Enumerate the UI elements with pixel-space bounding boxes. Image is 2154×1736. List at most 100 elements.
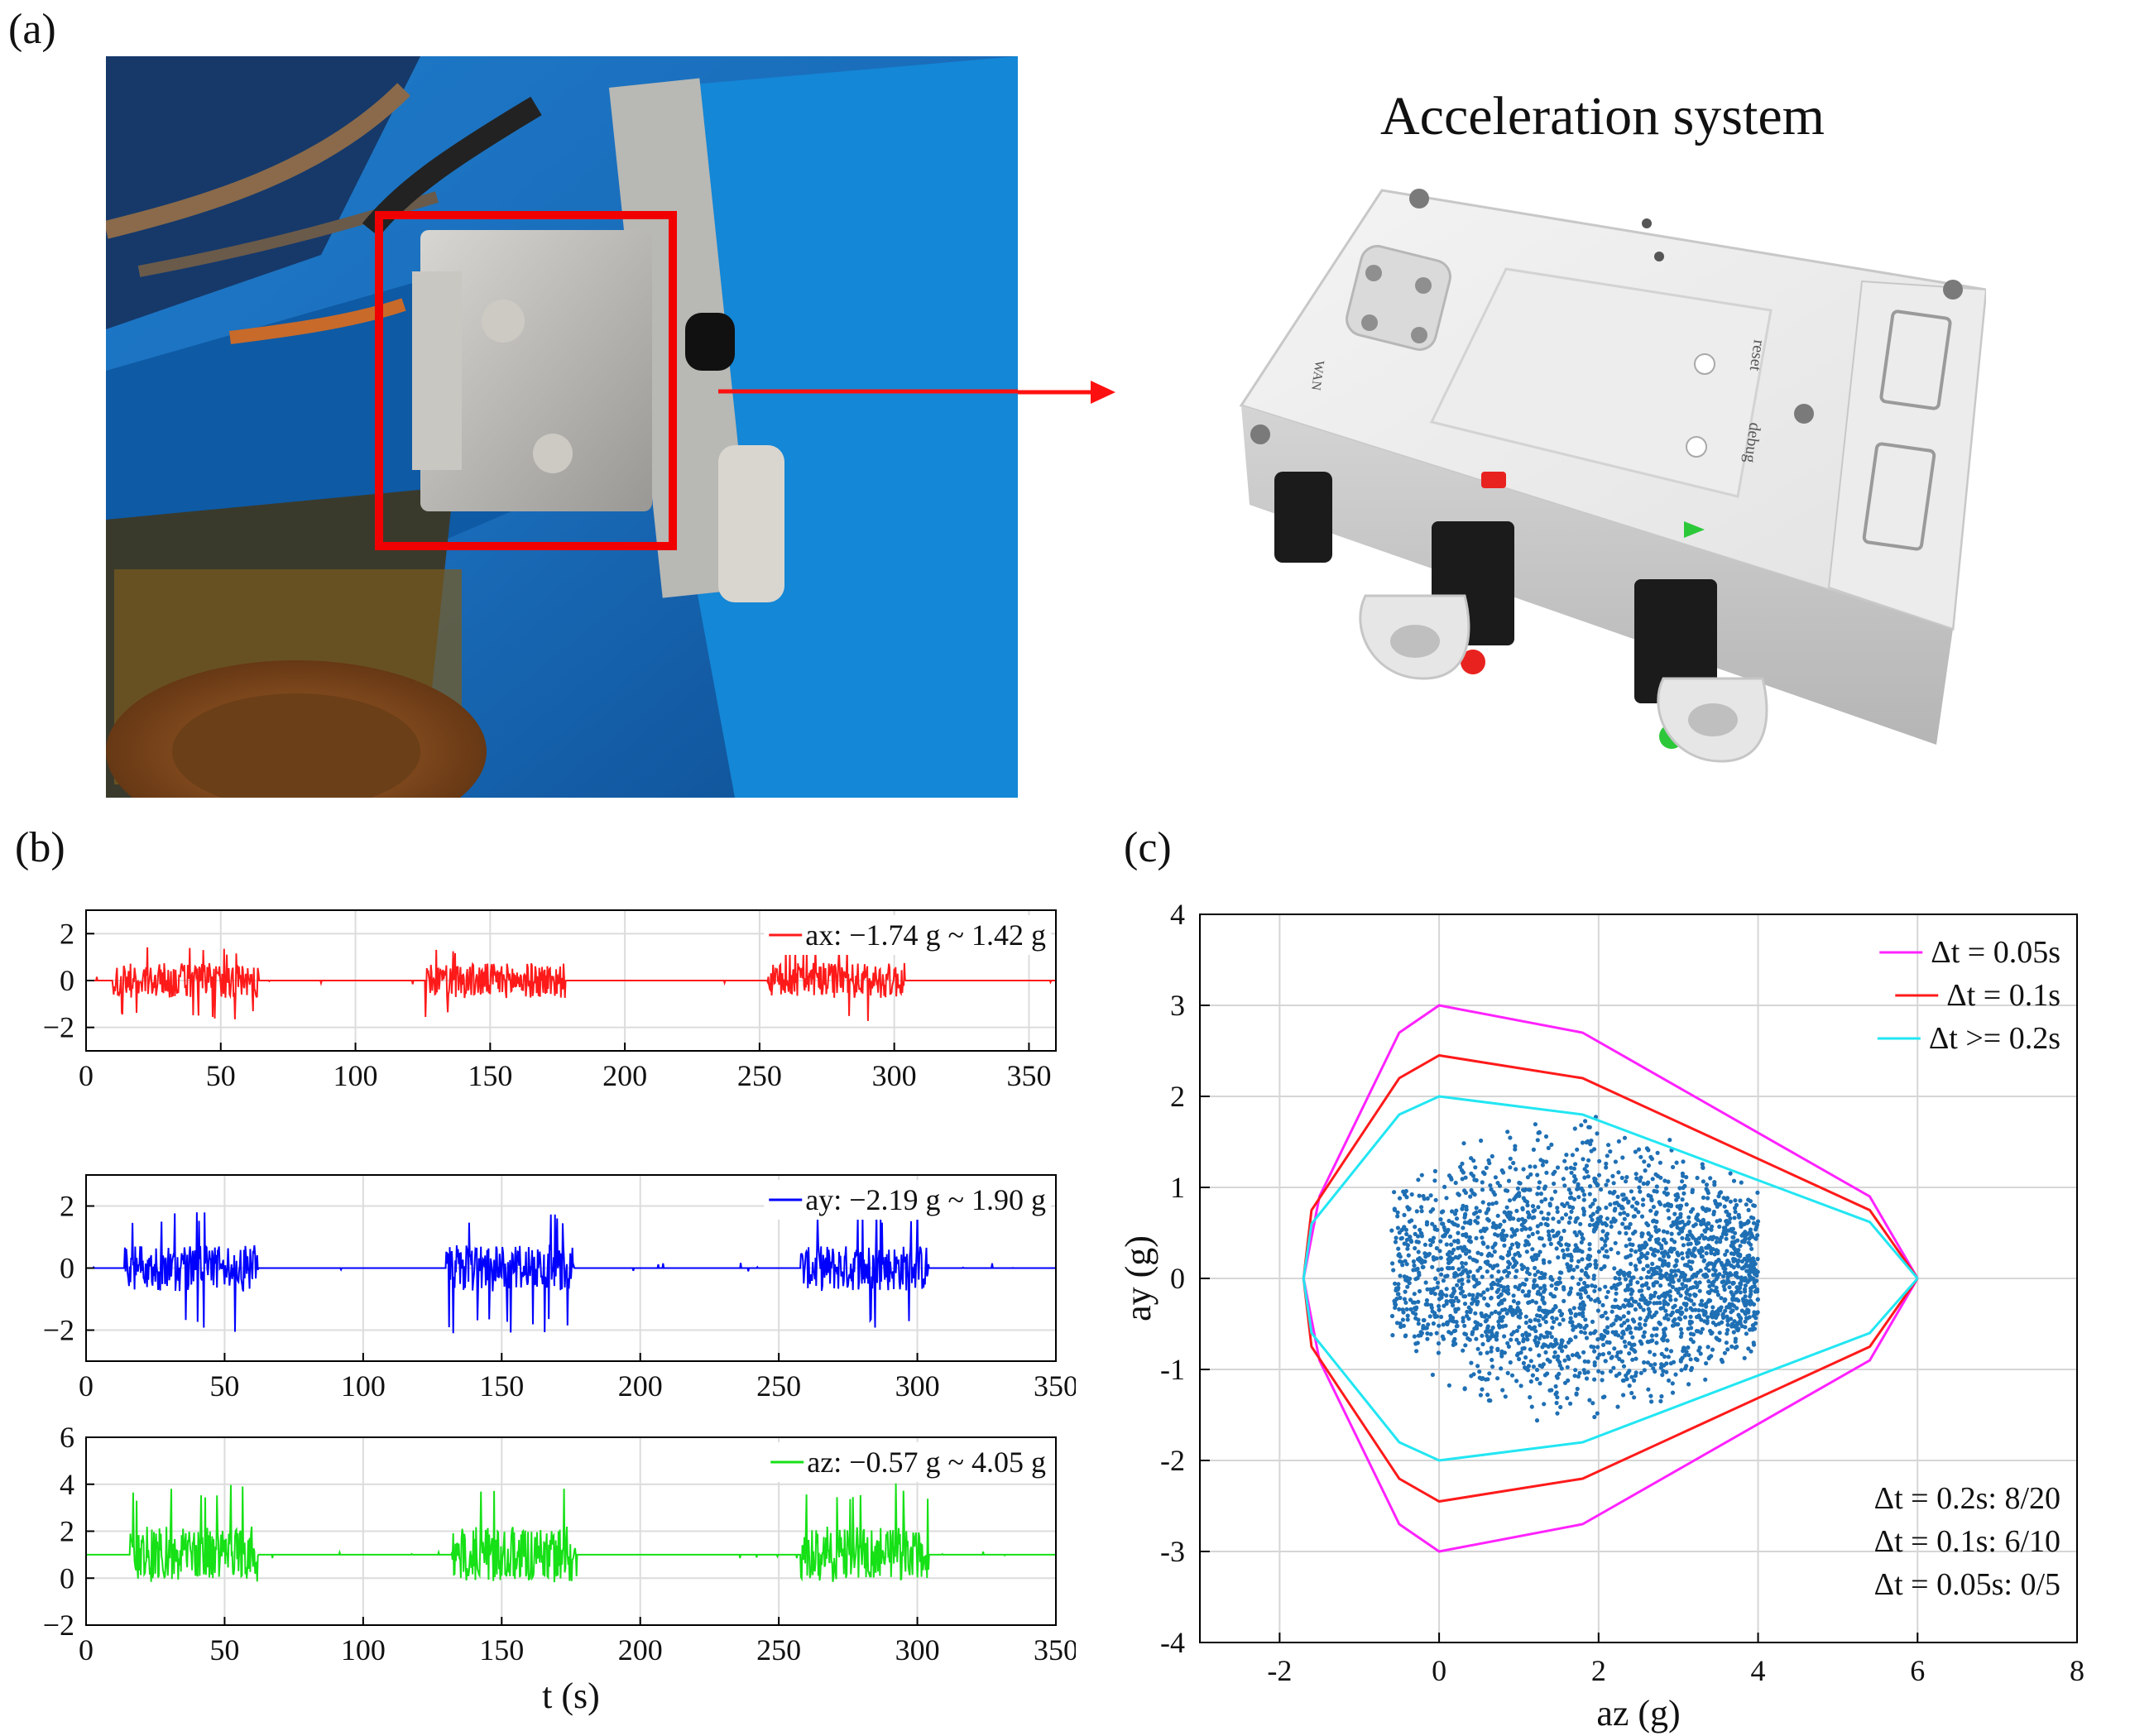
scatter-point	[1550, 1309, 1555, 1314]
scatter-point	[1581, 1212, 1586, 1217]
scatter-point	[1534, 1367, 1540, 1373]
scatter-point	[1399, 1227, 1404, 1233]
scatter-point	[1566, 1220, 1571, 1225]
scatter-point	[1607, 1340, 1612, 1345]
scatter-point	[1503, 1323, 1509, 1328]
scatter-point	[1751, 1340, 1756, 1345]
scatter-point	[1628, 1242, 1633, 1247]
scatter-point	[1437, 1292, 1442, 1297]
scatter-point	[1616, 1316, 1621, 1321]
scatter-point	[1446, 1227, 1451, 1232]
scatter-point	[1666, 1203, 1671, 1208]
scatter-point	[1662, 1354, 1667, 1360]
scatter-point	[1672, 1211, 1677, 1216]
scatter-point	[1478, 1393, 1483, 1398]
scatter-point	[1701, 1220, 1706, 1225]
scatter-point	[1643, 1322, 1648, 1327]
scatter-point	[1397, 1307, 1402, 1312]
scatter-point	[1615, 1404, 1620, 1409]
scatter-point	[1451, 1303, 1456, 1308]
scatter-point	[1547, 1388, 1552, 1393]
scatter-point	[1590, 1283, 1595, 1288]
scatter-point	[1677, 1231, 1681, 1236]
scatter-point	[1535, 1173, 1540, 1177]
scatter-point	[1542, 1283, 1547, 1288]
scatter-point	[1691, 1332, 1696, 1337]
scatter-point	[1502, 1334, 1507, 1339]
scatter-point	[1719, 1260, 1724, 1265]
scatter-point	[1654, 1340, 1659, 1345]
scatter-point	[1546, 1229, 1551, 1234]
x-tick-label: 0	[79, 1369, 94, 1403]
scatter-point	[1750, 1234, 1755, 1240]
scatter-point	[1444, 1293, 1449, 1298]
scatter-point	[1743, 1278, 1748, 1283]
scatter-point	[1755, 1219, 1761, 1224]
x-tick-label: 350	[1034, 1633, 1076, 1666]
scatter-point	[1591, 1222, 1596, 1227]
scatter-point	[1414, 1305, 1419, 1310]
scatter-point	[1516, 1340, 1521, 1345]
scatter-point	[1503, 1268, 1508, 1273]
scatter-point	[1658, 1365, 1663, 1370]
scatter-point	[1651, 1272, 1656, 1277]
scatter-point	[1513, 1274, 1518, 1279]
scatter-point	[1655, 1173, 1661, 1178]
scatter-point	[1586, 1369, 1590, 1374]
scatter-point	[1747, 1278, 1753, 1283]
scatter-point	[1742, 1287, 1748, 1292]
scatter-point	[1520, 1289, 1525, 1294]
scatter-point	[1736, 1264, 1741, 1268]
scatter-point	[1684, 1290, 1689, 1295]
scatter-point	[1557, 1360, 1562, 1364]
scatter-point	[1686, 1353, 1691, 1358]
scatter-point	[1558, 1404, 1563, 1410]
x-tick-label: 50	[209, 1369, 239, 1403]
scatter-point	[1654, 1184, 1659, 1189]
scatter-point	[1530, 1204, 1536, 1209]
scatter-point	[1485, 1269, 1490, 1274]
scatter-point	[1731, 1256, 1736, 1262]
scatter-point	[1487, 1314, 1492, 1319]
scatter-point	[1487, 1251, 1492, 1256]
scatter-point	[1680, 1256, 1686, 1261]
scatter-point	[1655, 1150, 1660, 1155]
scatter-point	[1750, 1323, 1755, 1328]
scatter-point	[1732, 1324, 1737, 1329]
scatter-point	[1438, 1239, 1443, 1244]
scatter-point	[1744, 1331, 1749, 1336]
scatter-point	[1458, 1286, 1463, 1291]
scatter-point	[1464, 1204, 1469, 1210]
scatter-point	[1614, 1354, 1619, 1359]
scatter-point	[1710, 1331, 1715, 1336]
scatter-point	[1562, 1228, 1566, 1234]
scatter-point	[1398, 1273, 1403, 1278]
scatter-point	[1654, 1326, 1659, 1331]
series-ay	[86, 1211, 1056, 1334]
scatter-point	[1638, 1178, 1643, 1183]
scatter-point	[1581, 1301, 1586, 1306]
scatter-point	[1600, 1221, 1605, 1226]
scatter-point	[1456, 1267, 1461, 1272]
scatter-point	[1555, 1375, 1560, 1380]
scatter-point	[1537, 1180, 1542, 1185]
scatter-point	[1618, 1211, 1623, 1216]
scatter-point	[1552, 1350, 1557, 1355]
scatter-point	[1698, 1302, 1703, 1307]
scatter-point	[1461, 1141, 1466, 1146]
scatter-point	[1480, 1170, 1486, 1175]
scatter-point	[1533, 1340, 1538, 1345]
scatter-point	[1576, 1195, 1581, 1200]
scatter-point	[1554, 1400, 1559, 1406]
scatter-point	[1594, 1263, 1599, 1268]
scatter-point	[1581, 1192, 1587, 1197]
scatter-point	[1442, 1303, 1446, 1308]
scatter-point	[1700, 1254, 1705, 1259]
scatter-point	[1559, 1312, 1564, 1317]
scatter-point	[1604, 1161, 1609, 1166]
scatter-point	[1629, 1303, 1634, 1308]
scatter-point	[1578, 1323, 1583, 1328]
scatter-point	[1588, 1214, 1593, 1219]
scatter-point	[1694, 1329, 1699, 1334]
scatter-point	[1730, 1235, 1735, 1240]
